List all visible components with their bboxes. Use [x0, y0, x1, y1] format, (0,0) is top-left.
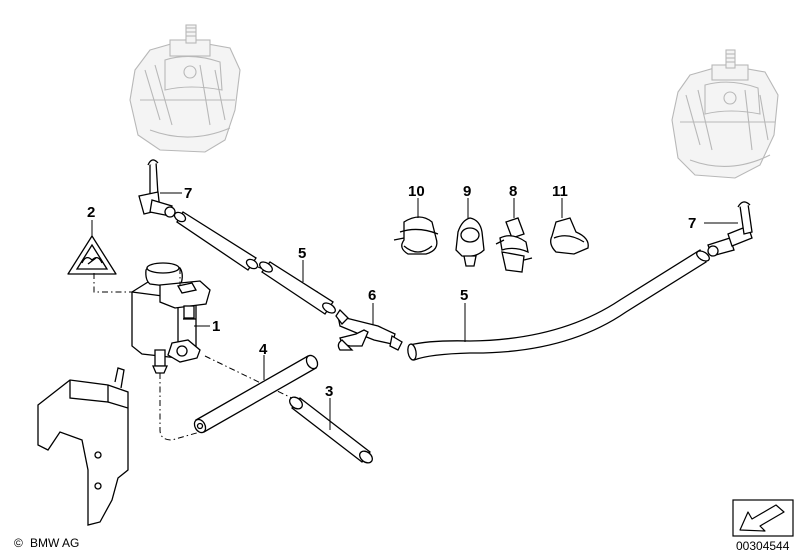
hose-middle-part [259, 261, 336, 315]
callout-7-left: 7 [184, 185, 192, 202]
view-direction-icon [732, 499, 794, 537]
elbow-connector-right [707, 201, 753, 257]
clip-8-part [495, 217, 533, 273]
hose-3-part [289, 396, 373, 464]
copyright-symbol: © [14, 536, 23, 550]
callout-2: 2 [87, 204, 95, 221]
elbow-connector-left [138, 159, 176, 218]
bracket-part [37, 367, 129, 526]
callout-5-left: 5 [298, 245, 306, 262]
callout-labels: 7 2 1 4 3 5 6 5 10 9 8 11 7 [87, 183, 696, 400]
callout-4: 4 [259, 341, 268, 358]
engine-mount-left-ghost [129, 24, 241, 153]
clip-10-part [393, 216, 439, 255]
callout-11: 11 [552, 183, 568, 200]
callout-7-right: 7 [688, 215, 696, 232]
clip-11-part [550, 217, 589, 255]
callout-1: 1 [212, 318, 220, 335]
warning-label-part [67, 235, 117, 275]
callout-6: 6 [368, 287, 376, 304]
callout-8: 8 [509, 183, 517, 200]
footer-copyright: © BMW AG [14, 536, 79, 550]
copyright-brand: BMW AG [30, 536, 79, 550]
hose-long-part [407, 249, 710, 361]
clip-9-part [455, 217, 485, 267]
engine-mount-right-ghost [671, 49, 779, 179]
leader-lines [91, 192, 738, 430]
callout-10: 10 [408, 183, 425, 200]
diagram-number: 00304544 [736, 539, 790, 553]
t-connector-part [335, 308, 403, 351]
pressure-converter-part [131, 262, 211, 374]
hose-4-part [193, 354, 319, 434]
callout-9: 9 [463, 183, 471, 200]
hose-upper-part [173, 211, 259, 271]
callout-5-right: 5 [460, 287, 468, 304]
callout-3: 3 [325, 383, 333, 400]
